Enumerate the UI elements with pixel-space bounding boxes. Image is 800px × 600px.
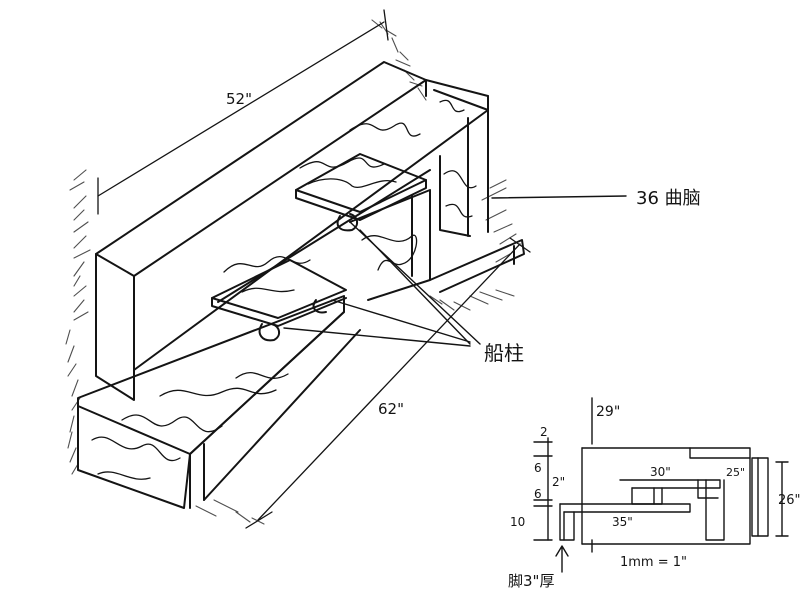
- detail-scale-note: 1mm = 1": [620, 555, 687, 570]
- detail-top-width: 29": [596, 404, 620, 420]
- detail-drawing: [533, 397, 789, 573]
- leader-lines: [283, 195, 627, 347]
- dimension-62: 62": [245, 237, 531, 529]
- main-sketch: [77, 61, 525, 509]
- detail-dim-gap2: 6: [534, 487, 542, 501]
- dim-depth-label: 62": [378, 400, 404, 418]
- detail-dim-30: 30": [650, 465, 671, 479]
- post-label: 船柱: [484, 341, 524, 365]
- dim-length-label: 52": [226, 90, 252, 108]
- detail-dim-bottom: 10: [510, 515, 525, 529]
- detail-dim-25: 25": [726, 466, 745, 479]
- bolt-label: 36 曲脑: [636, 188, 701, 209]
- detail-dim-top: 2: [540, 425, 548, 439]
- detail-leg-note: 脚3"厚: [508, 572, 554, 590]
- detail-dim-inner: 2": [552, 475, 565, 489]
- detail-dim-height: 26": [778, 493, 800, 508]
- detail-dim-35: 35": [612, 515, 633, 529]
- detail-dim-gap1: 6: [534, 461, 542, 475]
- dimension-52: 52": [97, 9, 389, 215]
